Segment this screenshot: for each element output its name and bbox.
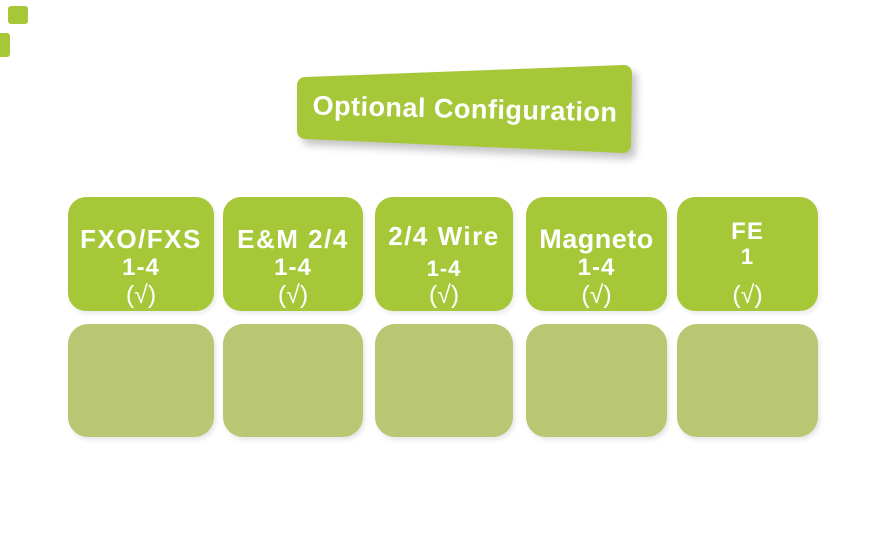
module-range: 1-4 [426,256,462,281]
module-range: 1-4 [122,254,160,281]
corner-decoration-square [8,6,28,24]
module-box-fe: FE 1 (√) [677,197,818,311]
module-title: FE [731,218,764,245]
empty-slot [677,324,818,437]
module-title: FXO/FXS [80,224,202,254]
module-box-fxo-fxs: FXO/FXS 1-4 (√) [68,197,214,311]
module-range: 1-4 [274,254,312,281]
banner-title: Optional Configuration [312,90,618,127]
module-range: 1 [740,244,755,269]
module-range: 1-4 [577,254,616,281]
banner-ribbon-shape [297,65,632,153]
module-box-24-wire: 2/4 Wire 1-4 (√) [375,197,513,311]
module-check-mark: (√) [277,281,309,309]
module-title: 2/4 Wire [388,221,500,251]
module-box-em-24: E&M 2/4 1-4 (√) [223,197,363,311]
module-title: E&M 2/4 [237,224,349,254]
module-check-mark: (√) [428,281,460,309]
module-box-magneto: Magneto 1-4 (√) [526,197,667,311]
module-title: Magneto [539,224,654,254]
empty-slot [68,324,214,437]
optional-configuration-banner: Optional Configuration [285,55,645,175]
corner-decoration-bar [0,33,10,57]
empty-slot [223,324,363,437]
module-check-mark: (√) [125,281,157,309]
empty-slot [375,324,513,437]
empty-slot [526,324,667,437]
module-check-mark: (√) [732,281,763,309]
module-check-mark: (√) [581,281,612,309]
